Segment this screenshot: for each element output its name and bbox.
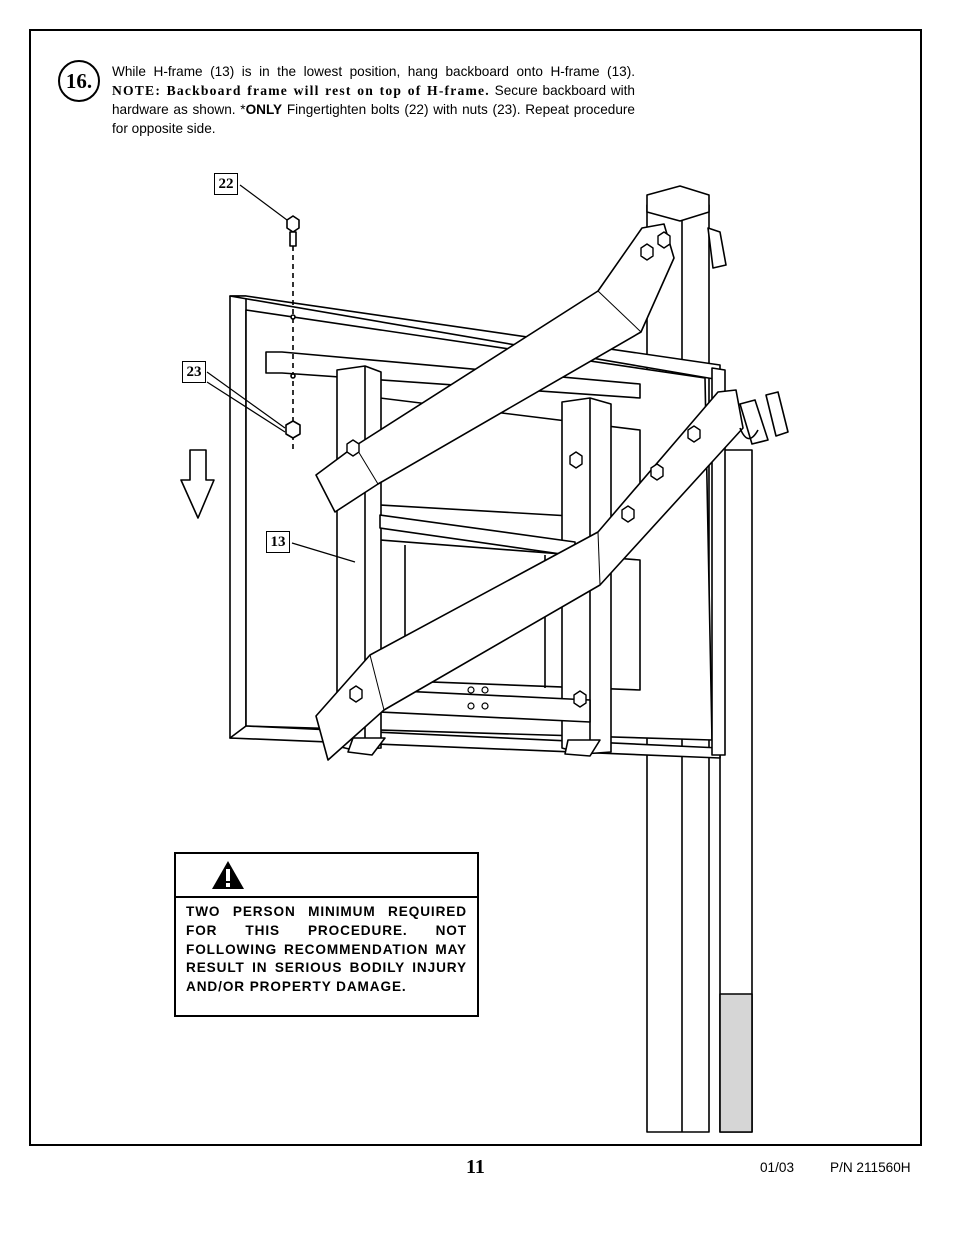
- part-number: P/N 211560H: [830, 1160, 911, 1175]
- warning-text: TWO PERSON MINIMUM REQUIRED FOR THIS PRO…: [186, 904, 467, 995]
- bolt-hole-lower: [290, 373, 296, 379]
- bolt-heads: [346, 231, 701, 708]
- warning-box: TWO PERSON MINIMUM REQUIRED FOR THIS PRO…: [174, 852, 479, 1017]
- footer-date: 01/03: [760, 1160, 795, 1175]
- callout-hframe-13: 13: [266, 531, 290, 553]
- instr-intro: While H-frame (13) is in the lowest posi…: [112, 64, 635, 79]
- callout-nut-23: 23: [182, 361, 206, 383]
- instr-note: NOTE: Backboard frame will rest on top o…: [112, 83, 490, 98]
- warning-triangle-icon: [212, 861, 244, 889]
- bolt-22: [286, 215, 300, 247]
- instr-mid: Secure backboard with hardware as shown.…: [112, 83, 635, 117]
- lower-diagonal-arm: [315, 389, 744, 761]
- down-arrow-icon: [180, 449, 215, 519]
- instr-end: Fingertighten bolts (22) with nuts (23).…: [112, 102, 635, 136]
- step-number: 16.: [58, 60, 100, 102]
- page-number: 11: [466, 1156, 485, 1178]
- instr-only: ONLY: [245, 102, 283, 117]
- bolt-hole-upper: [290, 314, 296, 320]
- leader-lines: [206, 184, 356, 563]
- warning-header: [176, 854, 477, 898]
- callout-bolt-22: 22: [214, 173, 238, 195]
- page-border: [29, 29, 922, 1146]
- u-bolt: [739, 427, 759, 440]
- nut-23: [285, 420, 301, 439]
- step-instructions: While H-frame (13) is in the lowest posi…: [112, 62, 635, 138]
- bracket-holes: [467, 686, 489, 710]
